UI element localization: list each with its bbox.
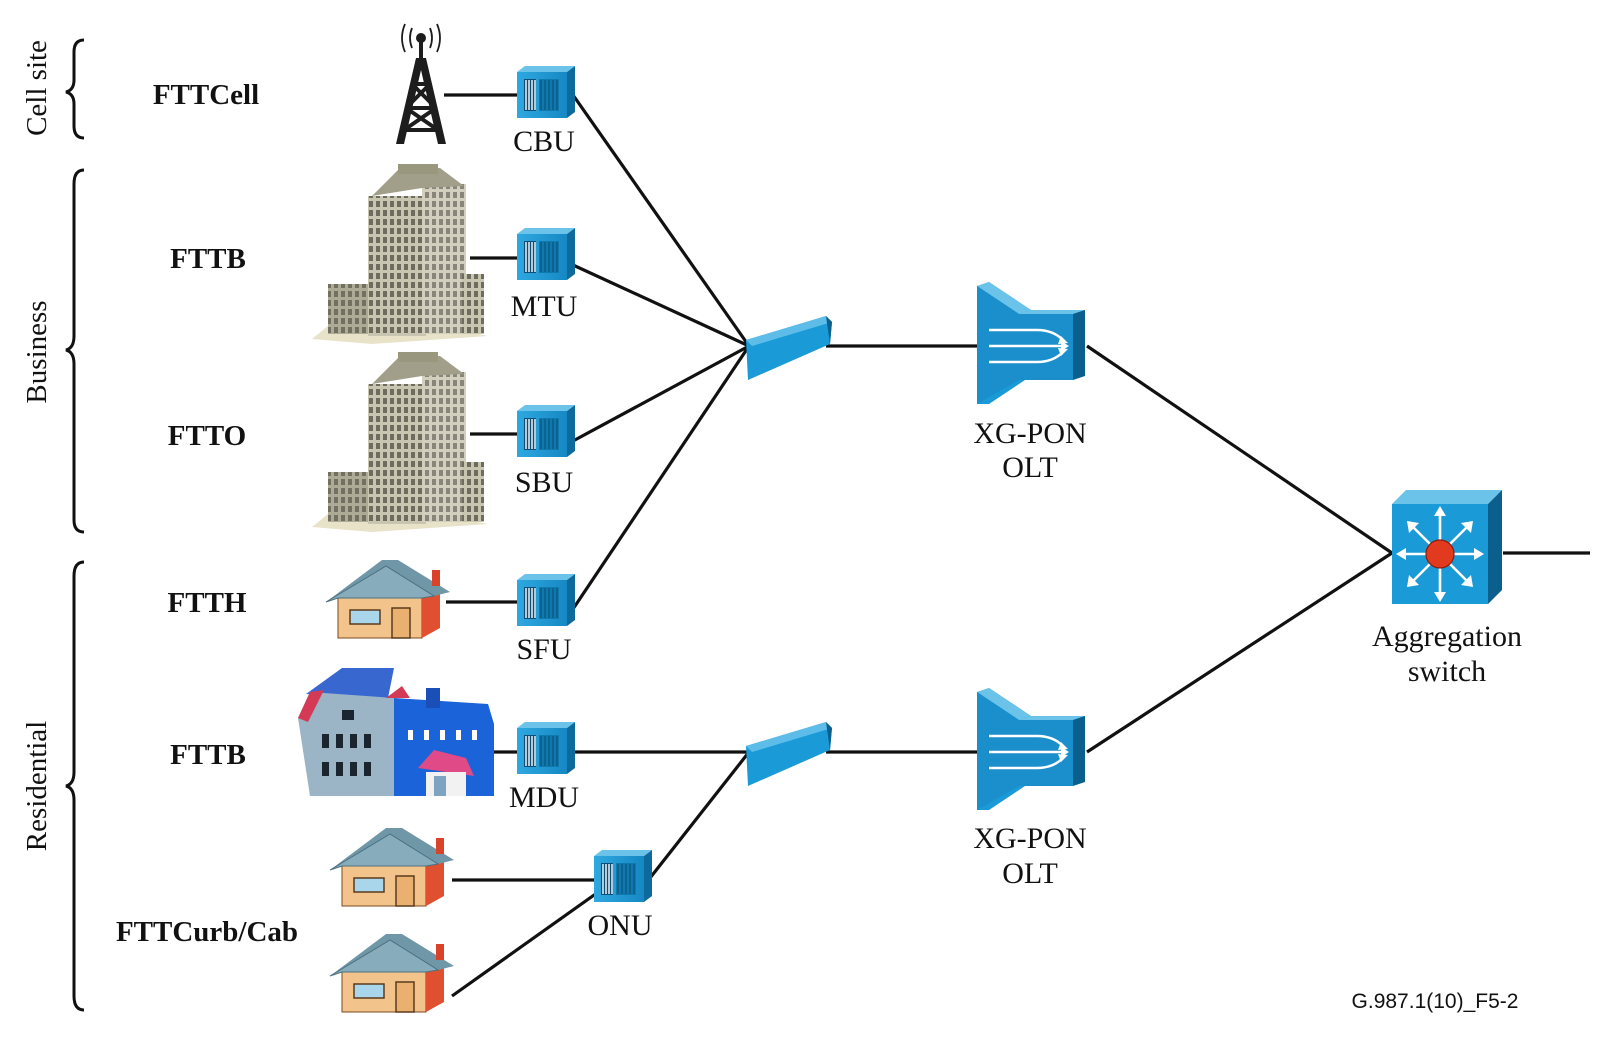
office-building-icon [312, 352, 488, 532]
segment-label-fttb-residential: FTTB [170, 739, 246, 771]
segment-label-fttcurb-cab: FTTCurb/Cab [116, 916, 298, 948]
apartment-building-icon [298, 668, 494, 796]
link-onu-splitter2 [648, 751, 751, 879]
xg-pon-olt-icon [975, 280, 1087, 406]
group-label-residential: Residential [21, 721, 53, 851]
segment-label-fttb-business: FTTB [170, 243, 246, 275]
splitter-icon [746, 722, 832, 786]
device-label-mdu: MDU [509, 781, 579, 814]
xg-pon-olt-icon [975, 686, 1087, 812]
cbu-device-icon [516, 65, 576, 119]
device-label-sfu: SFU [516, 633, 571, 666]
device-label-onu: ONU [588, 909, 653, 942]
device-label-olt1-line2: OLT [1002, 451, 1058, 484]
link-sbu-splitter [572, 344, 750, 443]
group-label-cell-site: Cell site [21, 40, 53, 136]
link-mtu-splitter [572, 263, 750, 348]
group-label-business: Business [21, 300, 53, 403]
brace-business [65, 168, 85, 534]
brace-residential [65, 560, 85, 1012]
splitter-icon [746, 316, 832, 380]
link-olt1-switch [1086, 344, 1393, 555]
link-house2-onu [451, 886, 605, 998]
segment-label-ftto: FTTO [168, 420, 246, 452]
device-label-olt2-line2: OLT [1002, 857, 1058, 890]
house-icon [329, 933, 455, 1013]
cell-tower-icon [394, 22, 448, 146]
link-olt2-switch [1086, 551, 1393, 754]
segment-label-ftth: FTTH [168, 587, 247, 619]
device-label-sbu: SBU [515, 466, 574, 499]
onu-device-icon [593, 849, 653, 903]
device-label-olt1-line1: XG-PON [973, 417, 1086, 450]
device-label-cbu: CBU [513, 125, 575, 158]
device-label-switch-line2: switch [1408, 655, 1486, 688]
sbu-device-icon [516, 404, 576, 458]
brace-cell-site [65, 38, 85, 140]
link-sfu-splitter [571, 345, 751, 610]
device-label-olt2-line1: XG-PON [973, 822, 1086, 855]
figure-identifier: G.987.1(10)_F5-2 [1352, 990, 1519, 1013]
link-cbu-splitter [571, 94, 751, 347]
mdu-device-icon [516, 721, 576, 775]
segment-label-fttcell: FTTCell [153, 79, 259, 111]
aggregation-switch-icon [1390, 488, 1504, 606]
house-icon [325, 559, 451, 639]
fiber-links [444, 93, 1590, 998]
device-label-switch-line1: Aggregation [1372, 620, 1522, 653]
office-building-icon [312, 164, 488, 344]
mtu-device-icon [516, 227, 576, 281]
sfu-device-icon [516, 573, 576, 627]
house-icon [329, 827, 455, 907]
device-label-mtu: MTU [511, 290, 578, 323]
